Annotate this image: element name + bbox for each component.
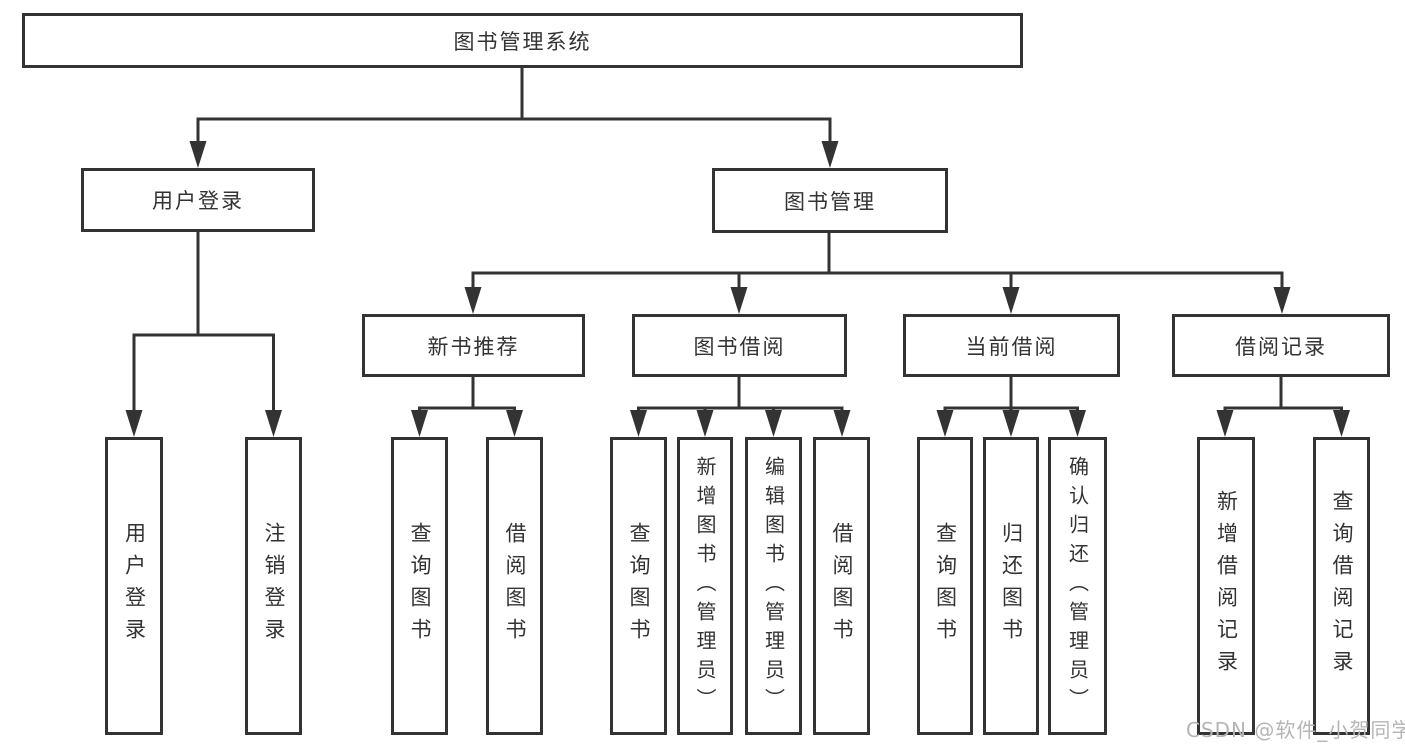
- leaf-logout-label: 注销登录: [262, 522, 286, 650]
- leaf-user-login-label: 用户登录: [122, 522, 147, 650]
- leaf-edit-books-admin: 编辑图书（管理员）: [745, 437, 802, 735]
- node-borrow-records: 借阅记录: [1172, 314, 1390, 377]
- node-borrow-records-label: 借阅记录: [1235, 334, 1327, 359]
- leaf-return-books-label: 归还图书: [999, 522, 1024, 650]
- leaf-query-books-borrow-label: 查询图书: [627, 522, 651, 650]
- arrowheads: [125, 141, 1350, 437]
- node-new-book-recommend: 新书推荐: [362, 314, 585, 377]
- leaf-query-books-current-label: 查询图书: [933, 522, 958, 650]
- node-user-login: 用户登录: [81, 168, 315, 232]
- leaf-query-borrow-record: 查询借阅记录: [1313, 437, 1370, 735]
- leaf-query-books-current: 查询图书: [917, 437, 973, 735]
- node-book-borrow-label: 图书借阅: [693, 334, 786, 359]
- node-current-borrow: 当前借阅: [903, 314, 1120, 377]
- node-root-label: 图书管理系统: [453, 29, 592, 54]
- leaf-query-books-borrow: 查询图书: [610, 437, 667, 735]
- leaf-borrow-books-recommend-label: 借阅图书: [503, 522, 527, 650]
- leaf-add-borrow-record-label: 新增借阅记录: [1214, 490, 1239, 682]
- leaf-borrow-books-label: 借阅图书: [830, 522, 854, 650]
- node-current-borrow-label: 当前借阅: [965, 334, 1058, 359]
- node-book-borrow: 图书借阅: [632, 314, 847, 377]
- leaf-edit-books-admin-label: 编辑图书（管理员）: [761, 455, 786, 717]
- leaf-add-borrow-record: 新增借阅记录: [1197, 437, 1255, 735]
- leaf-user-login: 用户登录: [105, 437, 163, 735]
- node-user-login-label: 用户登录: [152, 189, 244, 213]
- leaf-borrow-books-recommend: 借阅图书: [486, 437, 543, 735]
- node-new-book-recommend-label: 新书推荐: [427, 334, 520, 359]
- node-book-management-label: 图书管理: [784, 189, 876, 214]
- leaf-query-borrow-record-label: 查询借阅记录: [1330, 490, 1354, 682]
- leaf-confirm-return-admin-label: 确认归还（管理员）: [1065, 455, 1090, 717]
- csdn-watermark: CSDN @软件_小贺同学: [1186, 718, 1405, 742]
- leaf-add-books-admin-label: 新增图书（管理员）: [693, 455, 717, 717]
- leaf-add-books-admin: 新增图书（管理员）: [677, 437, 733, 735]
- leaf-confirm-return-admin: 确认归还（管理员）: [1048, 437, 1107, 735]
- leaf-borrow-books: 借阅图书: [813, 437, 870, 735]
- node-book-management: 图书管理: [712, 168, 948, 233]
- node-root: 图书管理系统: [22, 13, 1023, 68]
- leaf-query-books-recommend-label: 查询图书: [408, 522, 432, 650]
- leaf-return-books: 归还图书: [983, 437, 1039, 735]
- leaf-query-books-recommend: 查询图书: [391, 437, 448, 735]
- leaf-logout: 注销登录: [245, 437, 302, 735]
